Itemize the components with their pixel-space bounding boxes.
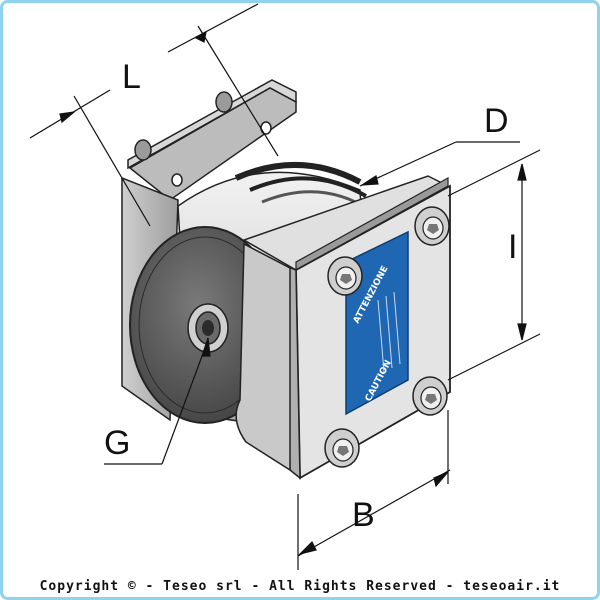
dimension-label-b: B bbox=[352, 496, 375, 534]
dimension-label-i: I bbox=[508, 228, 518, 266]
bolt-bottom-left bbox=[324, 428, 360, 468]
dimension-label-l: L bbox=[122, 58, 141, 96]
bolt-bottom-right bbox=[412, 376, 448, 416]
bolt-top-left bbox=[327, 256, 363, 296]
bolt-top-right bbox=[414, 206, 450, 246]
copyright-footer: Copyright © - Teseo srl - All Rights Res… bbox=[39, 579, 561, 594]
dimension-label-g: G bbox=[104, 424, 131, 462]
dimension-label-d: D bbox=[484, 102, 509, 140]
dimension-lines bbox=[29, 3, 541, 570]
